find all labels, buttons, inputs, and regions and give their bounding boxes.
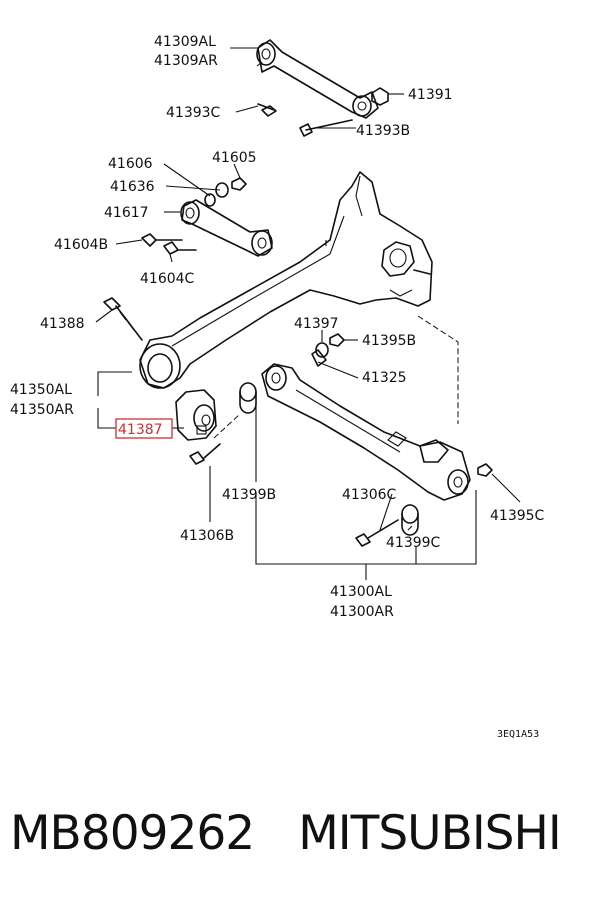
label-41605: 41605 [212, 150, 257, 166]
label-41399B: 41399B [222, 487, 276, 503]
reference-line-41387 [213, 413, 241, 439]
reference-line-right [417, 315, 459, 424]
label-41393C: 41393C [166, 105, 221, 121]
highlight-box-41387 [115, 418, 173, 439]
label-41391: 41391 [408, 87, 453, 103]
bolt-41306C [355, 519, 399, 547]
label-41617: 41617 [104, 205, 149, 221]
label-41395B: 41395B [362, 333, 416, 349]
label-41309AR: 41309AR [154, 53, 218, 69]
washer-41397 [315, 342, 329, 358]
footer-caption: MB809262 MITSUBISHI [10, 806, 595, 861]
bolt-41393C [257, 103, 277, 117]
label-41397: 41397 [294, 316, 339, 332]
bolt-41388 [103, 297, 143, 341]
part-number: MB809262 [10, 806, 255, 861]
label-41387: 41387 [118, 422, 163, 438]
bolt-41604C [163, 241, 197, 255]
label-41300AR: 41300AR [330, 604, 394, 620]
label-41388: 41388 [40, 316, 85, 332]
label-41636: 41636 [110, 179, 155, 195]
lateral-link-41617 [180, 199, 273, 257]
nut-41391 [371, 87, 389, 106]
bolt-41325 [311, 349, 327, 367]
label-41350AL: 41350AL [10, 382, 72, 398]
diagram-code: 3EQ1A53 [497, 729, 539, 740]
bolt-41604B [141, 233, 183, 247]
label-41606: 41606 [108, 156, 153, 172]
label-41306B: 41306B [180, 528, 234, 544]
label-41309AL: 41309AL [154, 34, 216, 50]
label-41604C: 41604C [140, 271, 195, 287]
bolt-41393B [299, 119, 353, 137]
exploded-parts-diagram: 41309AL 41309AR 41391 41393C 41393B 4160… [10, 34, 545, 740]
upper-link-arm [256, 39, 379, 119]
bushing-41399B [239, 382, 257, 414]
bolt-41306B [189, 443, 221, 465]
label-41306C: 41306C [342, 487, 397, 503]
nut-41395C [477, 463, 493, 477]
label-41604B: 41604B [54, 237, 108, 253]
bushing-41387 [175, 389, 217, 441]
label-41300AL: 41300AL [330, 584, 392, 600]
label-41395C: 41395C [490, 508, 545, 524]
label-41393B: 41393B [356, 123, 410, 139]
nut-41395B [329, 333, 345, 347]
label-41399C: 41399C [386, 535, 441, 551]
bushing-41399C [401, 504, 419, 536]
label-41350AR: 41350AR [10, 402, 74, 418]
washers-41636-41605 [204, 177, 247, 207]
brand-name: MITSUBISHI [298, 806, 561, 861]
leader-lines [95, 47, 521, 580]
label-41325: 41325 [362, 370, 407, 386]
lower-arm-41300 [261, 363, 471, 501]
trailing-arm-41350 [139, 171, 433, 389]
